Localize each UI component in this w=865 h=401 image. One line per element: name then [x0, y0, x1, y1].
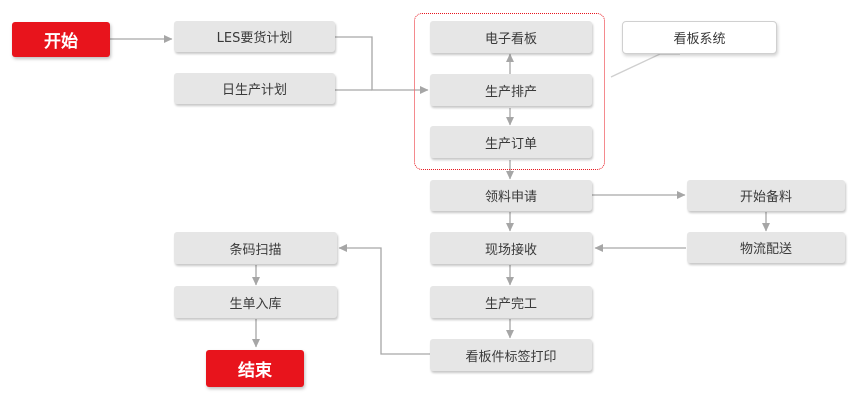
start-node: 开始 — [12, 22, 110, 57]
receive-node: 现场接收 — [430, 232, 592, 264]
kanban-system-callout: 看板系统 — [622, 21, 777, 54]
order-node: 生产订单 — [430, 126, 592, 158]
logistics-node: 物流配送 — [687, 232, 845, 263]
start-prep-node: 开始备料 — [687, 180, 845, 211]
les-plan-node: LES要货计划 — [174, 21, 335, 52]
callout-tail — [610, 53, 680, 78]
end-node: 结束 — [206, 350, 304, 387]
edge-les-schedule — [335, 36, 429, 94]
warehouse-node: 生单入库 — [174, 286, 337, 318]
edge-print-scan — [338, 244, 430, 355]
material-request-node: 领料申请 — [430, 180, 592, 211]
kanban-system-group — [414, 13, 605, 170]
e-kanban-node: 电子看板 — [430, 21, 592, 53]
scan-node: 条码扫描 — [174, 232, 337, 264]
schedule-node: 生产排产 — [430, 74, 592, 106]
daily-plan-node: 日生产计划 — [174, 73, 335, 104]
complete-node: 生产完工 — [430, 286, 592, 318]
print-label-node: 看板件标签打印 — [430, 339, 592, 371]
